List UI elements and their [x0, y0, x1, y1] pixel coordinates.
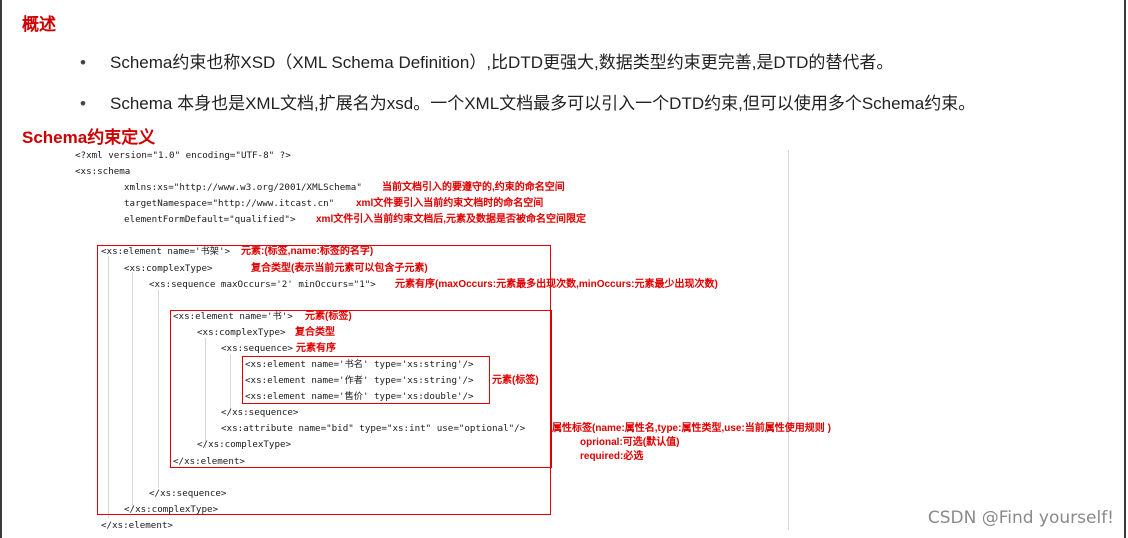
indent-guide	[108, 256, 109, 518]
annotation: xml文件要引入当前约束文档时的命名空间	[356, 198, 544, 209]
annotation: 元素:(标签,name:标签的名字)	[241, 246, 374, 257]
code-line: elementFormDefault="qualified">	[124, 214, 296, 225]
inner-element-box	[170, 310, 552, 468]
bullet-marker: •	[80, 53, 86, 72]
code-line: targetNamespace="http://www.itcast.cn"	[124, 198, 335, 209]
code-line: </xs:complexType>	[124, 504, 219, 515]
bullet-text: Schema 本身也是XML文档,扩展名为xsd。一个XML文档最多可以引入一个…	[110, 94, 976, 113]
code-line: </xs:sequence>	[149, 488, 227, 499]
annotation: 复合类型(表示当前元素可以包含子元素)	[251, 263, 428, 274]
editor-margin-line	[788, 150, 789, 530]
code-line: <xs:schema	[75, 166, 131, 177]
code-line: </xs:complexType>	[197, 439, 292, 450]
bullet-item: • Schema 本身也是XML文档,扩展名为xsd。一个XML文档最多可以引入一…	[80, 89, 975, 114]
code-line: <xs:element name='作者' type='xs:string'/>	[245, 375, 474, 386]
code-line: <xs:element name='书名' type='xs:string'/>	[245, 359, 474, 370]
code-line: <xs:complexType>	[197, 327, 286, 338]
indent-guide	[158, 290, 159, 488]
annotation: 复合类型	[295, 327, 335, 338]
annotation: 元素(标签)	[492, 375, 539, 386]
code-line: </xs:element>	[173, 456, 245, 467]
indent-guide	[230, 354, 231, 414]
indent-guide	[205, 338, 206, 448]
annotation: 属性标签(name:属性名,type:属性类型,use:当前属性使用规则 )	[552, 423, 831, 434]
code-line: xmlns:xs="http://www.w3.org/2001/XMLSche…	[124, 182, 362, 193]
indent-guide	[132, 272, 133, 508]
code-line: <xs:sequence maxOccurs='2' minOccurs="1"…	[149, 279, 376, 290]
bullet-marker: •	[80, 94, 86, 113]
annotation: 当前文档引入的要遵守的,约束的命名空间	[382, 182, 565, 193]
annotation: oprional:可选(默认值)	[580, 437, 680, 448]
code-line: </xs:element>	[101, 520, 173, 531]
code-line: <?xml version="1.0" encoding="UTF-8" ?>	[75, 150, 291, 161]
watermark: CSDN @Find yourself!	[927, 508, 1114, 528]
bullet-text: Schema约束也称XSD（XML Schema Definition）,比DT…	[110, 53, 894, 72]
leaf-elements-box	[242, 356, 490, 404]
code-line: <xs:element name='书架'>	[101, 246, 231, 257]
annotation: xml文件引入当前约束文档后,元素及数据是否被命名空间限定	[316, 214, 587, 225]
overview-title: 概述	[22, 15, 56, 34]
definition-title: Schema约束定义	[22, 128, 156, 147]
code-line: <xs:complexType>	[124, 263, 213, 274]
annotation: 元素有序(maxOccurs:元素最多出现次数,minOccurs:元素最少出现…	[395, 279, 718, 290]
code-line: <xs:element name='书'>	[173, 311, 293, 322]
outer-element-box	[97, 245, 551, 515]
code-line: </xs:sequence>	[221, 407, 299, 418]
annotation: 元素有序	[296, 343, 336, 354]
code-line: <xs:sequence>	[221, 343, 293, 354]
annotation: required:必选	[580, 451, 644, 462]
annotation: 元素(标签)	[305, 311, 352, 322]
code-line: <xs:element name='售价' type='xs:double'/>	[245, 391, 474, 402]
code-line: <xs:attribute name="bid" type="xs:int" u…	[221, 423, 526, 434]
bullet-item: • Schema约束也称XSD（XML Schema Definition）,比D…	[80, 48, 893, 73]
